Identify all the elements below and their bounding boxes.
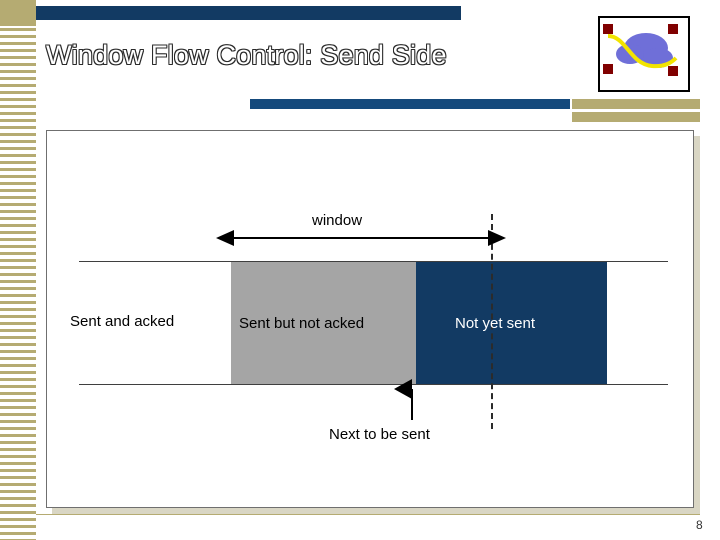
timeline-top-rule [79,261,668,262]
left-decorative-stripes [0,0,36,540]
cloud-network-logo [598,16,690,92]
segment-label-not-yet-sent: Not yet sent [455,315,536,332]
segment-sent-and-acked [79,262,231,384]
page-number: 8 [696,518,703,532]
cloud-network-logo-graphic [603,24,678,76]
title-underline-bar [250,99,570,109]
left-decorative-block [0,0,36,26]
window-label: window [312,212,363,229]
top-accent-bar [36,6,461,20]
segment-tail [607,262,668,384]
window-end-dashed-marker [491,214,493,429]
footer-divider [36,514,700,515]
segment-not-yet-sent [416,262,607,384]
segment-label-sent-but-not-acked: Sent but not acked [239,315,365,332]
page-title: Window Flow Control: Send Side [46,40,447,70]
timeline-bottom-rule [79,384,668,385]
title-underline-accent-1 [572,99,700,109]
segment-label-sent-and-acked: Sent and acked [70,313,175,330]
title-underline-accent-2 [572,112,700,122]
segment-sent-but-not-acked [231,262,416,384]
next-to-be-sent-label: Next to be sent [329,426,430,443]
